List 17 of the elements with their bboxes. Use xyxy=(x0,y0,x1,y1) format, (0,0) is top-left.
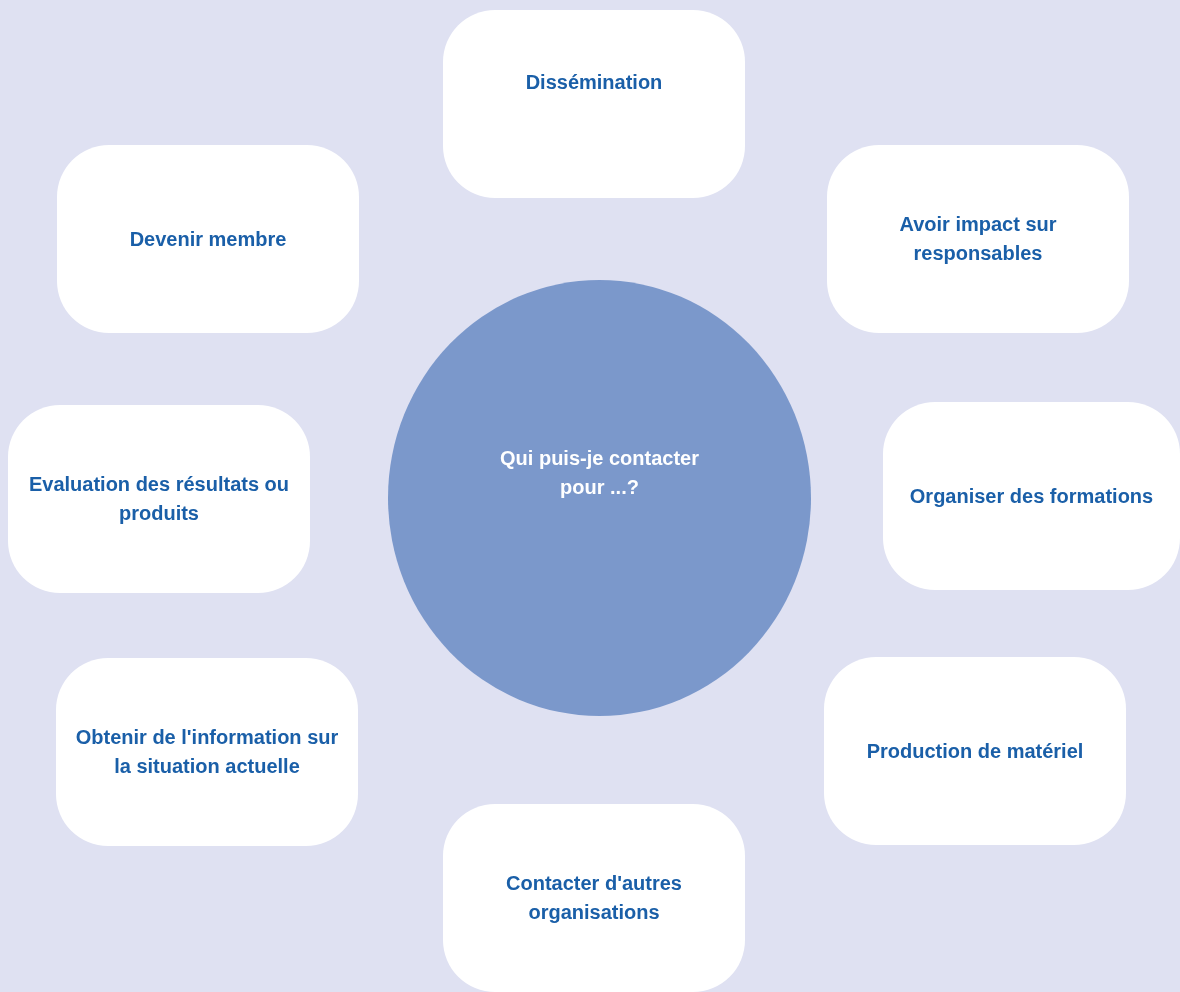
topic-label: Contacter d'autres organisations xyxy=(505,871,683,925)
topic-card xyxy=(824,657,1126,845)
question-text: Qui puis-je contacter pour ...? xyxy=(499,446,700,500)
topic-card xyxy=(8,405,310,593)
topic-label: Evaluation des résultats ou produits xyxy=(27,472,291,526)
topic-label: Avoir impact sur responsables xyxy=(898,212,1058,266)
topic-card xyxy=(443,10,745,198)
topic-label: Organiser des formations xyxy=(909,483,1154,509)
topic-card xyxy=(56,658,358,846)
topic-card xyxy=(57,145,359,333)
topic-label: Devenir membre xyxy=(129,226,287,252)
topic-label: Obtenir de l'information sur la situation actuelle xyxy=(74,725,340,779)
topic-label: Dissémination xyxy=(525,69,663,95)
topic-card xyxy=(883,402,1180,590)
topic-card xyxy=(443,804,745,992)
topic-label: Production de matériel xyxy=(866,738,1084,764)
topic-card xyxy=(827,145,1129,333)
